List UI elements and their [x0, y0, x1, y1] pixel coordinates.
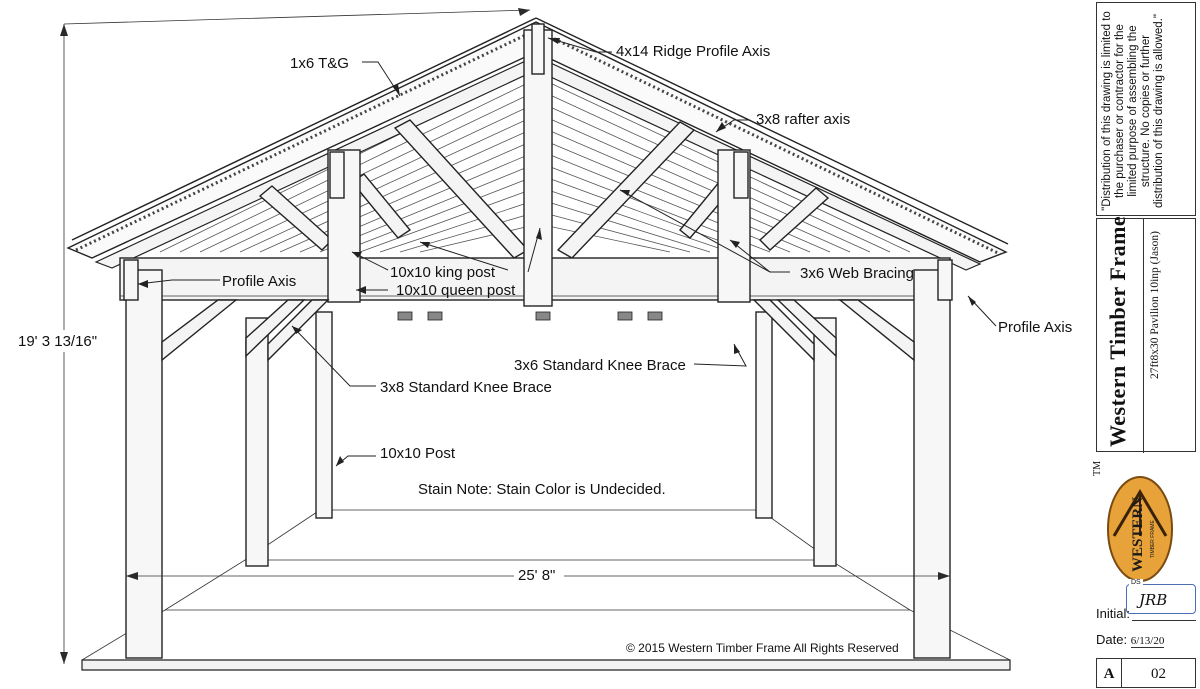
date-value: 6/13/20 — [1130, 635, 1165, 648]
initial-underline — [1132, 620, 1196, 621]
profile-axis-right-label: Profile Axis — [998, 319, 1072, 336]
height-dimension-label: 19' 3 13/16" — [18, 333, 97, 350]
ridge-label: 4x14 Ridge Profile Axis — [616, 43, 770, 60]
stain-note: Stain Note: Stain Color is Undecided. — [418, 481, 666, 498]
king-post-label: 10x10 king post — [390, 264, 496, 281]
trademark-mark: TM — [1092, 461, 1103, 476]
title-block: "Distribution of this drawing is limited… — [1088, 0, 1200, 688]
logo-subtext: TIMBER FRAME — [1150, 520, 1156, 558]
distribution-note: "Distribution of this drawing is limited… — [1101, 11, 1166, 211]
date-label: Date: 6/13/20 — [1096, 632, 1165, 648]
web-bracing-label: 3x6 Web Bracing — [800, 265, 914, 282]
initial-signature: JRB — [1139, 591, 1168, 609]
profile-axis-left-label: Profile Axis — [222, 273, 296, 290]
project-name: 27ft8x30 Pavilion 10inp (Jason) — [1149, 231, 1161, 379]
distribution-note-box: "Distribution of this drawing is limited… — [1096, 2, 1196, 216]
post-label: 10x10 Post — [380, 445, 456, 462]
back-posts — [245, 311, 837, 567]
width-dimension-label: 25' 8" — [518, 567, 555, 584]
distribution-note-line: distribution of this drawing is allowed.… — [1153, 14, 1165, 208]
company-name: Western Timber Frame — [1105, 215, 1130, 447]
front-posts — [123, 259, 953, 659]
sheet-letter: A — [1096, 658, 1122, 688]
leader-arrowheads — [138, 38, 976, 466]
knee-brace-3x6-label: 3x6 Standard Knee Brace — [514, 357, 686, 374]
company-box: Western Timber Frame 27ft8x30 Pavilion 1… — [1096, 215, 1196, 453]
copyright-notice: © 2015 Western Timber Frame All Rights R… — [626, 641, 899, 655]
knee-brace-3x8-label: 3x8 Standard Knee Brace — [380, 379, 552, 396]
floor-slab — [81, 509, 1011, 671]
sheet-number: 02 — [1121, 658, 1196, 688]
company-divider — [1143, 219, 1144, 453]
distribution-note-line: "Distribution of this drawing is limited… — [1101, 11, 1113, 211]
roof-boards-label: 1x6 T&G — [290, 55, 349, 72]
ds-tag: DS — [1129, 579, 1143, 586]
signature-box: DS JRB — [1126, 579, 1196, 614]
rafter-label: 3x8 rafter axis — [756, 111, 850, 128]
king-queen-posts — [327, 23, 751, 307]
company-logo: WESTERN TIMBER FRAME — [1107, 476, 1173, 582]
logo-wordmark: WESTERN — [1130, 497, 1146, 572]
date-label-text: Date: — [1096, 632, 1128, 647]
distribution-note-line: limited purpose of assembling the — [1127, 25, 1139, 197]
initial-label: Initial: — [1096, 606, 1130, 621]
distribution-note-line: the purchaser or contractor for the — [1114, 24, 1126, 198]
knee-braces — [161, 299, 915, 362]
beam-hangers — [397, 311, 663, 321]
queen-post-label: 10x10 queen post — [396, 282, 516, 299]
distribution-note-line: structure. No copies or further — [1140, 34, 1152, 188]
